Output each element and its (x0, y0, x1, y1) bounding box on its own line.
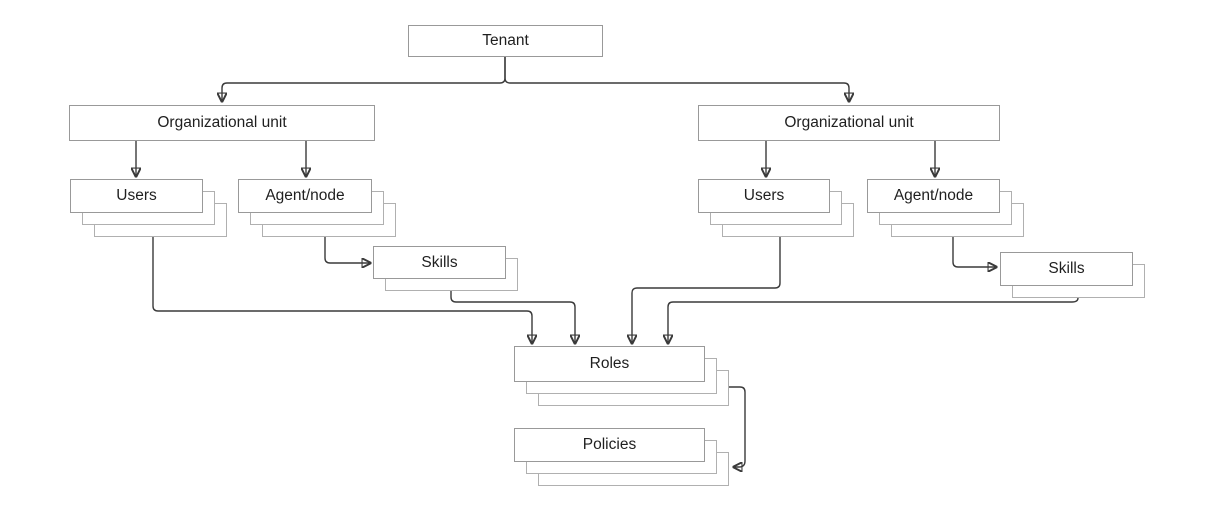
node-roles-box: Roles (514, 346, 705, 382)
edge-tenant-to-ou-left (222, 57, 506, 101)
node-agent-node-left-box: Agent/node (238, 179, 372, 213)
node-users-right: Users (698, 179, 854, 237)
node-roles: Roles (514, 346, 729, 406)
node-organizational-unit-right: Organizational unit (698, 105, 1000, 141)
node-agent-node-right-box: Agent/node (867, 179, 1000, 213)
node-users-left-box: Users (70, 179, 203, 213)
node-label: Policies (582, 436, 637, 454)
edge-skills-left-to-roles (450, 291, 575, 343)
node-label: Agent/node (265, 187, 345, 205)
node-users-right-box: Users (698, 179, 830, 213)
node-label: Agent/node (893, 187, 974, 205)
node-label: Tenant (482, 32, 529, 50)
node-skills-right-box: Skills (1000, 252, 1133, 286)
node-label: Skills (1048, 260, 1085, 278)
node-label: Organizational unit (157, 114, 287, 132)
node-skills-left: Skills (373, 246, 518, 291)
edge-skills-right-to-roles (668, 297, 1079, 343)
node-agent-node-left: Agent/node (238, 179, 396, 237)
edge-agent-left-to-skills-left (324, 237, 370, 263)
node-tenant: Tenant (408, 25, 603, 57)
node-label: Skills (421, 253, 458, 271)
node-tenant-box: Tenant (408, 25, 603, 57)
edge-users-right-to-roles (632, 237, 781, 343)
node-label: Roles (589, 355, 630, 373)
node-skills-right: Skills (1000, 252, 1145, 298)
node-label: Users (743, 187, 785, 205)
edge-agent-right-to-skills-right (952, 237, 996, 267)
edge-tenant-to-ou-right (504, 57, 849, 101)
node-policies: Policies (514, 428, 729, 486)
node-organizational-unit-right-box: Organizational unit (698, 105, 1000, 141)
node-label: Users (116, 187, 157, 205)
node-organizational-unit-left-box: Organizational unit (69, 105, 375, 141)
node-users-left: Users (70, 179, 227, 237)
node-skills-left-box: Skills (373, 246, 506, 279)
node-agent-node-right: Agent/node (867, 179, 1024, 237)
node-organizational-unit-left: Organizational unit (69, 105, 375, 141)
edge-roles-to-policies (729, 386, 746, 467)
node-policies-box: Policies (514, 428, 705, 462)
node-label: Organizational unit (784, 114, 914, 132)
